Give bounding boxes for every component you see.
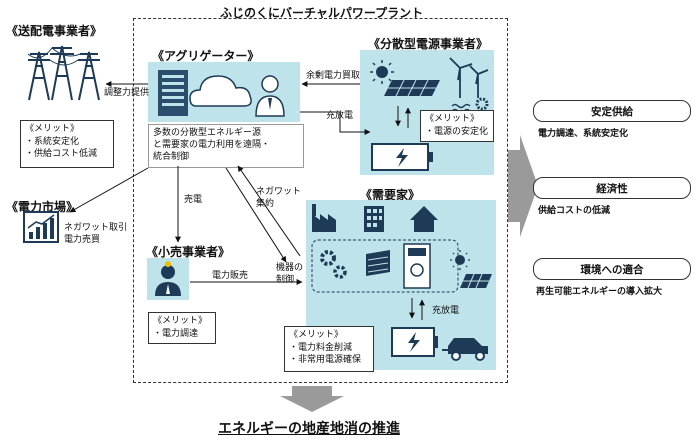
transmission-merit-box: 《メリット》 ・系統安定化 ・供給コスト低減 bbox=[20, 120, 114, 168]
merit-item: ・供給コスト低減 bbox=[25, 149, 98, 160]
control-line: 機器の bbox=[276, 263, 304, 273]
description-line: と需要家の電力利用を遠隔・ bbox=[153, 140, 271, 151]
arrow-negawatt bbox=[237, 165, 301, 257]
distributed-title: 《分散型電源事業者》 bbox=[368, 37, 489, 51]
market-line: ネガワット取引 bbox=[64, 223, 128, 233]
market-lines: ネガワット取引 電力売買 bbox=[64, 222, 127, 246]
transmission-title: 《送配電事業者》 bbox=[6, 24, 103, 38]
label-control: 機器の 制御 bbox=[276, 262, 303, 286]
market-title: 《電力市場》 bbox=[6, 200, 79, 214]
description-line: 多数の分散型エネルギー源 bbox=[153, 128, 262, 138]
consumer-merit-box: 《メリット》 ・電力料金削減 ・非常用電源確保 bbox=[284, 326, 374, 372]
retail-person-icon bbox=[155, 261, 181, 296]
benefit-economy: 経済性 bbox=[533, 177, 691, 199]
benefit-environment-detail: 再生可能エネルギーの導入拡大 bbox=[536, 287, 663, 297]
benefit-stable-supply-detail: 電力調達、系統安定化 bbox=[538, 129, 629, 139]
consumer-title: 《需要家》 bbox=[360, 188, 421, 202]
market-line: 電力売買 bbox=[64, 235, 101, 246]
power-tower-icon bbox=[27, 45, 100, 101]
label-negawatt: ネガワット 集約 bbox=[256, 186, 301, 210]
footer-slogan: エネルギーの地産地消の推進 bbox=[218, 421, 400, 437]
label-charge2: 充放電 bbox=[432, 306, 460, 316]
aggregator-title: 《アグリゲーター》 bbox=[152, 49, 260, 63]
vpp-frame bbox=[133, 18, 508, 383]
diagram-title: ふじのくにバーチャルパワープラント bbox=[220, 6, 424, 20]
consumer-illustration bbox=[311, 204, 492, 361]
arrow-control bbox=[225, 167, 287, 263]
gray-arrow-down bbox=[280, 386, 344, 412]
retail-merit-box: 《メリット》 ・電力調達 bbox=[148, 312, 216, 344]
solar-wind-icon bbox=[370, 57, 489, 171]
arrow-market bbox=[69, 167, 149, 213]
label-power-sales: 電力販売 bbox=[212, 271, 249, 281]
merit-heading: 《メリット》 bbox=[25, 124, 80, 134]
merit-item: ・電源の安定化 bbox=[425, 126, 489, 137]
benefit-economy-detail: 供給コストの低減 bbox=[538, 206, 611, 216]
merit-item: ・電力料金削減 bbox=[289, 342, 353, 353]
merit-heading: 《メリット》 bbox=[289, 330, 344, 340]
retail-title: 《小売事業者》 bbox=[146, 245, 231, 259]
merit-item: ・系統安定化 bbox=[25, 136, 80, 147]
label-charge1: 充放電 bbox=[326, 111, 354, 121]
server-cloud-icon bbox=[158, 70, 285, 117]
chart-growth-icon bbox=[23, 211, 59, 243]
label-surplus: 余剰電力買取 bbox=[306, 71, 361, 81]
benefit-stable-supply: 安定供給 bbox=[533, 100, 691, 122]
negawatt-line: 集約 bbox=[256, 199, 275, 210]
label-selling: 売電 bbox=[184, 195, 203, 205]
control-line: 制御 bbox=[276, 275, 295, 286]
label-adjust: 調整力提供 bbox=[104, 88, 150, 98]
distributed-merit-box: 《メリット》 ・電源の安定化 bbox=[420, 110, 494, 142]
merit-item: ・非常用電源確保 bbox=[289, 355, 362, 366]
gray-arrow-right bbox=[508, 135, 538, 237]
negawatt-line: ネガワット bbox=[256, 187, 302, 197]
arrow-charge1 bbox=[300, 111, 371, 135]
description-line: 統合制御 bbox=[153, 152, 190, 163]
merit-heading: 《メリット》 bbox=[425, 114, 480, 124]
aggregator-description: 多数の分散型エネルギー源 と需要家の電力利用を遠隔・ 統合制御 bbox=[148, 124, 304, 168]
merit-item: ・電力調達 bbox=[153, 328, 199, 339]
merit-heading: 《メリット》 bbox=[153, 316, 208, 326]
benefit-environment: 環境への適合 bbox=[533, 258, 691, 280]
